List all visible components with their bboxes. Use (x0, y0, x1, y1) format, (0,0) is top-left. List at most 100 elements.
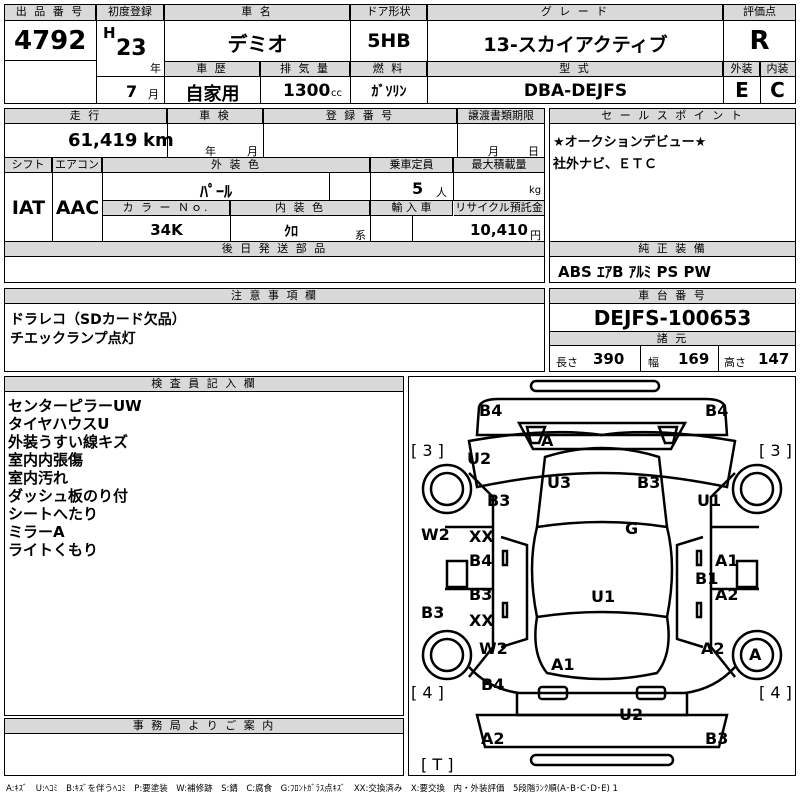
year-unit: 年 (150, 62, 161, 75)
interior-label: 内装 (760, 62, 795, 77)
lot-no: 4792 (14, 26, 87, 56)
chassis-label: 車 台 番 号 (550, 289, 795, 304)
door-type: 5HB (367, 30, 411, 52)
capacity-label: 乗車定員 (371, 158, 453, 173)
lot-no-label: 出 品 番 号 (5, 5, 96, 21)
mark-b3-left: B3 (487, 491, 511, 510)
tire-rear-left: [ 4 ] (411, 683, 444, 702)
length: 390 (593, 350, 625, 368)
mark-b4-mid-left: B4 (469, 551, 493, 570)
color-label: 外 装 色 (103, 158, 370, 173)
color-no: 34K (150, 221, 183, 239)
sales-line-1: ★オークションデビュー★ (553, 135, 707, 150)
max-load-label: 最大積載量 (454, 158, 544, 173)
displacement: 1300 (283, 81, 331, 101)
insp-month-unit: 月 (247, 145, 258, 158)
plate-label: 登 録 番 号 (264, 109, 457, 124)
int-color: ｸﾛ (284, 224, 298, 240)
mark-a-spare: A (749, 645, 762, 664)
height-label: 高さ (724, 356, 746, 369)
mark-b3-bottom-right: B3 (705, 729, 729, 748)
mileage: 61,419 (68, 130, 138, 151)
chassis-block (549, 288, 796, 372)
car-name: デミオ (227, 32, 288, 56)
mark-u1-right: U1 (697, 491, 722, 510)
inspector-line-3: 外装うすい線キズ (8, 433, 129, 451)
import-label: 輸 入 車 (371, 201, 453, 216)
exterior-grade: E (735, 78, 749, 102)
km-unit: km (143, 130, 174, 151)
recycle-label: リサイクル預託金 (454, 201, 544, 216)
body-color: ﾊﾟｰﾙ (199, 182, 232, 201)
width-label: 幅 (648, 356, 659, 369)
load-unit: kg (529, 185, 542, 196)
history-label: 車 歴 (165, 62, 260, 77)
car-name-label: 車 名 (165, 5, 350, 21)
score: R (749, 26, 770, 56)
chassis-number: DEJFS-100653 (593, 306, 752, 330)
mark-b4-top-right: B4 (705, 401, 729, 420)
ac-label: エアコン (53, 158, 102, 173)
month-unit: 月 (148, 88, 159, 101)
fuel-label: 燃 料 (351, 62, 427, 77)
mark-a1-center: A1 (551, 655, 575, 674)
equipment-value: ABS ｴｱB ｱﾙﾐ PS PW (558, 263, 712, 281)
model-label: 型 式 (428, 62, 723, 77)
notes-block (4, 288, 545, 372)
inspector-line-7: シートへたり (8, 505, 99, 523)
era: H (103, 24, 116, 42)
insp-year-unit: 年 (205, 145, 216, 158)
cc-unit: cc (331, 88, 342, 99)
inspector-line-6: ダッシュ板のり付 (8, 487, 129, 505)
shift: IAT (11, 197, 46, 219)
mark-u2-bottom: U2 (619, 705, 644, 724)
mark-w2-left: W2 (421, 525, 450, 544)
tire-front-left: [ 3 ] (411, 441, 444, 460)
displacement-label: 排 気 量 (261, 62, 350, 77)
door-label: ドア形状 (351, 5, 427, 21)
office-block (4, 718, 404, 776)
inspector-line-2: タイヤハウスU (8, 415, 110, 433)
doc-day-unit: 日 (528, 145, 539, 158)
mark-b4-bottom-left: B4 (481, 675, 505, 694)
inspector-line-8: ミラーA (8, 523, 65, 541)
mileage-label: 走 行 (5, 109, 167, 124)
mark-u1-center: U1 (591, 587, 616, 606)
grade-label: グ レ ー ド (428, 5, 723, 21)
car-outline (421, 379, 783, 767)
mark-xx-2: XX (469, 611, 494, 630)
equipment-label: 純 正 装 備 (550, 242, 795, 257)
recycle-unit: 円 (530, 229, 541, 242)
reg-month: 7 (126, 82, 138, 101)
ac: AAC (55, 197, 100, 219)
mark-g: G (625, 519, 639, 538)
note-line-1: ドラレコ（SDカード欠品） (10, 312, 186, 328)
doc-month-unit: 月 (488, 145, 499, 158)
mark-b4-top-left: B4 (479, 401, 503, 420)
office-label: 事 務 局 よ り ご 案 内 (5, 719, 403, 734)
score-label: 評価点 (724, 5, 795, 21)
capacity-unit: 人 (436, 186, 447, 199)
mark-b1-right: B1 (695, 569, 719, 588)
shift-label: シフト (5, 158, 52, 173)
mark-w2-left-bottom: W2 (479, 639, 508, 658)
first-reg-label: 初度登録 (97, 5, 164, 21)
mark-a-windscreen: A (541, 431, 554, 450)
tire-rear-right: [ 4 ] (759, 683, 792, 702)
width: 169 (678, 350, 710, 368)
later-parts-label: 後 日 発 送 部 品 (5, 242, 544, 257)
inspector-line-9: ライトくもり (8, 541, 99, 559)
mark-a1-right: A1 (715, 551, 739, 570)
interior-grade: C (770, 78, 785, 102)
inspector-line-4: 室内内張傷 (8, 451, 84, 469)
exterior-label: 外装 (724, 62, 760, 77)
reg-year: 23 (116, 36, 147, 61)
legend: A:ｷｽﾞ U:ﾍｺﾐ B:ｷｽﾞを伴うﾍｺﾐ P:要塗装 W:補修跡 S:錆 … (6, 784, 618, 794)
mark-xx-1: XX (469, 527, 494, 546)
mark-u2-left: U2 (467, 449, 492, 468)
capacity: 5 (412, 179, 424, 198)
inspector-line-5: 室内汚れ (8, 469, 69, 487)
mark-a2-right-bottom: A2 (701, 639, 725, 658)
int-color-unit: 系 (355, 229, 366, 242)
trunk-label: [ T ] (421, 755, 454, 774)
